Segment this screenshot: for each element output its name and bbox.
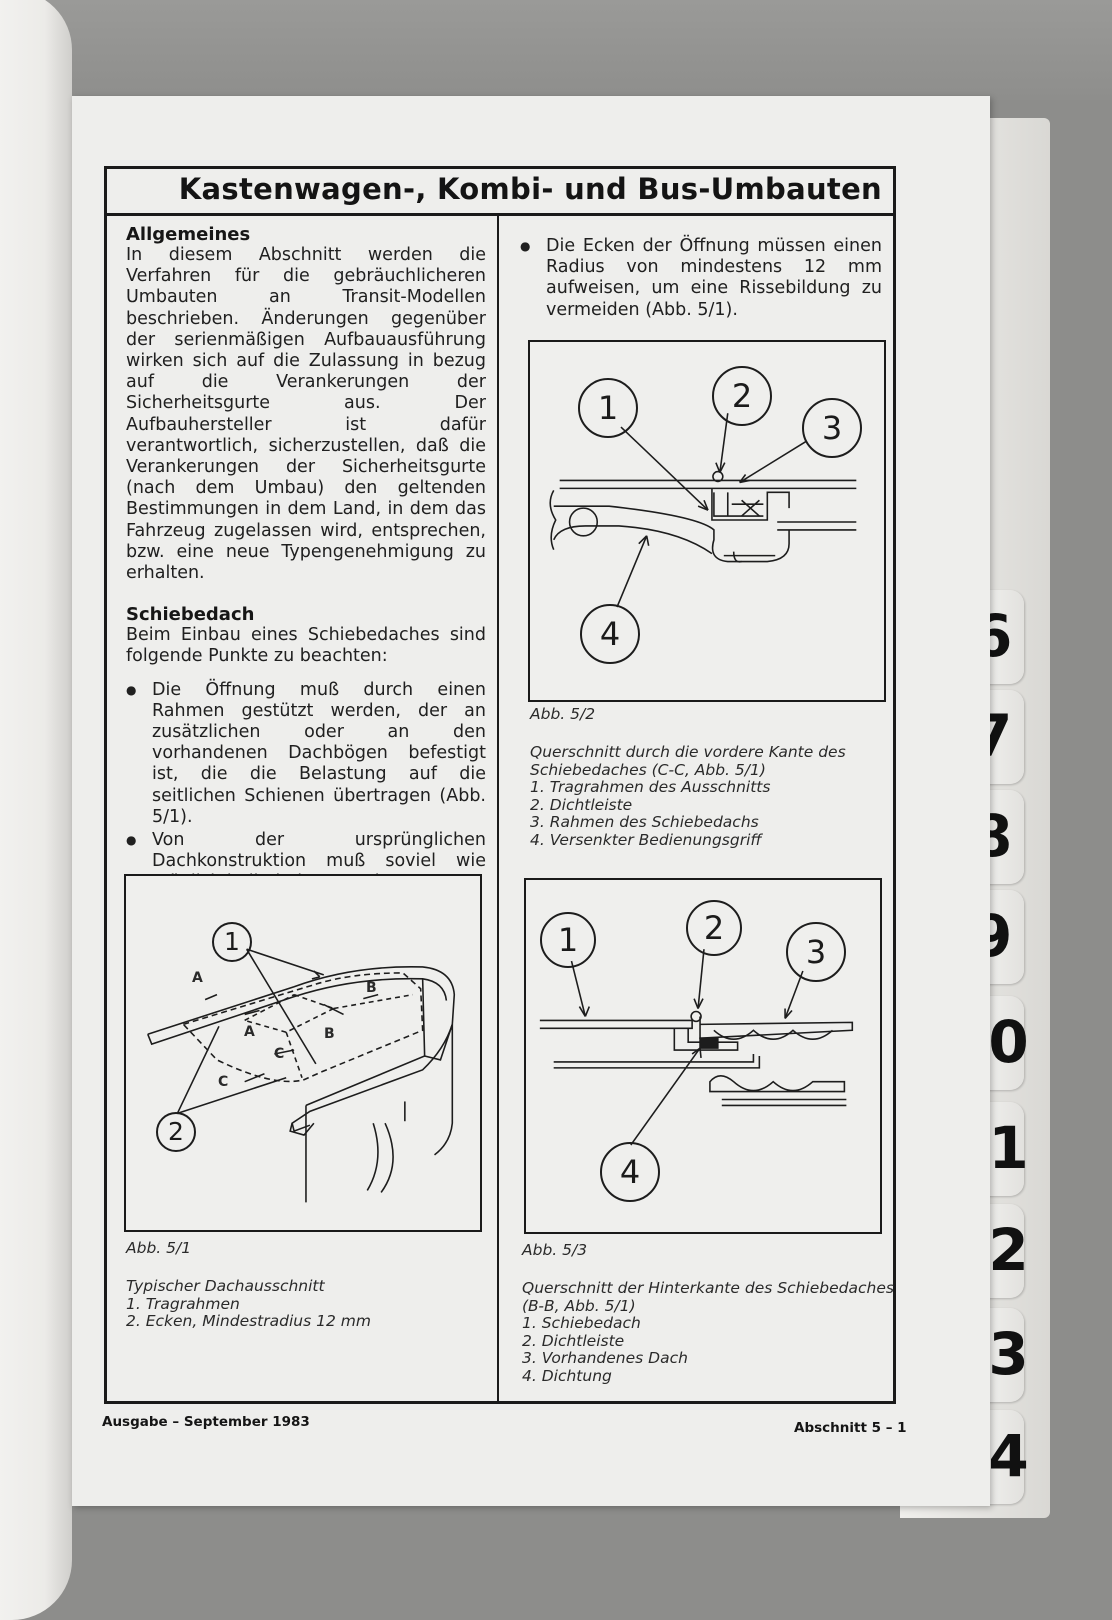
caption-item: 2. Dichtleiste	[530, 795, 633, 814]
caption-title: Querschnitt durch die vordere Kante des	[530, 743, 846, 761]
callout-1: 1	[578, 378, 638, 438]
column-divider	[497, 216, 499, 1402]
heading-allgemeines: Allgemeines	[126, 224, 251, 245]
figure-5-2: 1 2 3 4	[528, 340, 886, 702]
bullet-item: Die Öffnung muß durch einen Rahmen gestü…	[126, 680, 486, 828]
heading-schiebedach: Schiebedach	[126, 604, 255, 626]
figure-5-2-caption: Querschnitt durch die vordere Kante des …	[530, 743, 846, 849]
page-title: Kastenwagen-, Kombi- und Bus-Umbauten	[178, 172, 882, 206]
schiebedach-bullets-cont: Die Ecken der Öffnung müssen einen Radiu…	[520, 236, 882, 321]
caption-title: Schiebedaches (C-C, Abb. 5/1)	[530, 760, 766, 779]
callout-1: 1	[212, 922, 252, 962]
caption-item: 3. Vorhandenes Dach	[522, 1349, 688, 1367]
section-mark-c: C	[218, 1074, 229, 1090]
callout-2: 2	[156, 1112, 196, 1152]
callout-2: 2	[712, 366, 772, 426]
figure-5-3-caption: Querschnitt der Hinterkante des Schiebed…	[522, 1279, 894, 1385]
caption-item: 3. Rahmen des Schiebedachs	[530, 813, 759, 831]
footer-edition: Ausgabe – September 1983	[102, 1414, 310, 1430]
section-mark-b: B	[366, 980, 377, 996]
caption-item: 4. Versenkter Bedienungsgriff	[530, 830, 762, 849]
left-column: Allgemeines In diesem Abschnitt werden d…	[126, 224, 486, 896]
section-mark-a: A	[244, 1024, 255, 1040]
caption-item: 1. Tragrahmen	[126, 1294, 240, 1313]
bullet-item: Die Ecken der Öffnung müssen einen Radiu…	[520, 236, 882, 321]
callout-1: 1	[540, 912, 596, 968]
caption-item: 1. Schiebedach	[522, 1314, 641, 1332]
figure-5-1-label: Abb. 5/1	[126, 1239, 192, 1257]
section-mark-c: C	[274, 1046, 285, 1062]
content-frame	[104, 166, 896, 1404]
figure-5-1-caption: Typischer Dachausschnitt 1. Tragrahmen 2…	[126, 1277, 371, 1331]
paragraph-schiebedach-intro: Beim Einbau eines Schiebedaches sind fol…	[126, 625, 486, 667]
caption-item: 2. Dichtleiste	[522, 1331, 625, 1350]
caption-title: Querschnitt der Hinterkante des Schiebed…	[522, 1279, 894, 1297]
caption-item: 2. Ecken, Mindestradius 12 mm	[126, 1312, 371, 1330]
caption-item: 4. Dichtung	[522, 1366, 612, 1385]
callout-2: 2	[686, 900, 742, 956]
callout-4: 4	[600, 1142, 660, 1202]
facing-page-edge	[0, 0, 72, 1620]
figure-5-3-label: Abb. 5/3	[522, 1241, 588, 1259]
front-edge-section-drawing	[549, 413, 857, 608]
figure-5-3: 1 2 3 4	[524, 878, 882, 1234]
right-column: Die Ecken der Öffnung müssen einen Radiu…	[520, 236, 882, 323]
callout-3: 3	[802, 398, 862, 458]
paragraph-allgemeines: In diesem Abschnitt werden die Verfahren…	[126, 245, 486, 584]
background	[0, 0, 1112, 100]
section-mark-b: B	[324, 1026, 335, 1042]
rear-edge-section-drawing	[539, 949, 854, 1146]
footer-section: Abschnitt 5 – 1	[794, 1420, 907, 1436]
figure-5-1: A A B B C C 1 2	[124, 874, 482, 1232]
callout-4: 4	[580, 604, 640, 664]
caption-title: Typischer Dachausschnitt	[126, 1277, 325, 1295]
title-bar: Kastenwagen-, Kombi- und Bus-Umbauten	[104, 166, 896, 216]
caption-item: 1. Tragrahmen des Ausschnitts	[530, 778, 771, 796]
section-mark-a: A	[192, 970, 203, 986]
figure-5-2-label: Abb. 5/2	[530, 705, 596, 723]
callout-3: 3	[786, 922, 846, 982]
roof-cutout-drawing	[147, 948, 456, 1203]
schiebedach-bullets: Die Öffnung muß durch einen Rahmen gestü…	[126, 680, 486, 894]
caption-title: (B-B, Abb. 5/1)	[522, 1296, 636, 1315]
